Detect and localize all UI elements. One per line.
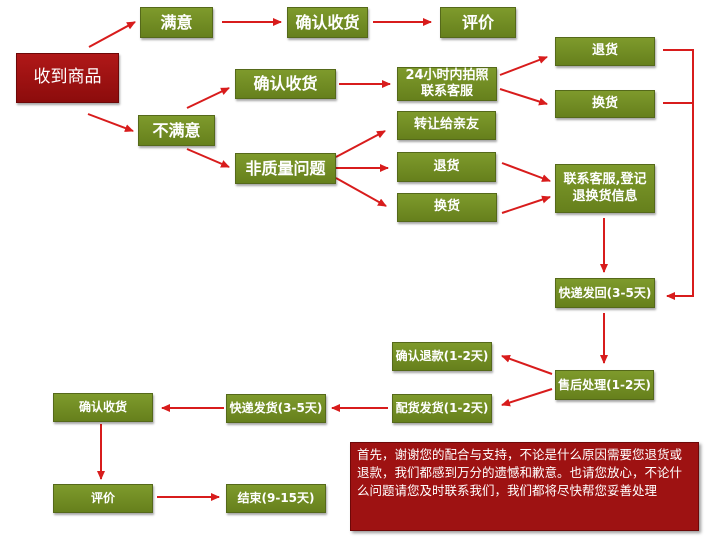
unsatisfied-node: 不满意 [138, 115, 215, 146]
arrow-exchange-contact [501, 195, 551, 214]
return-mid-node: 退货 [397, 152, 496, 182]
return-top-node: 退货 [555, 37, 655, 66]
confirm-receipt-mid-node: 确认收货 [235, 69, 336, 99]
arrow-nonquality-transfer [335, 130, 386, 158]
arrow-nonquality-exchange [335, 177, 387, 207]
photo-contact-node: 24小时内拍照联系客服 [397, 67, 497, 101]
review-bottom-node: 评价 [53, 484, 153, 513]
transfer-node: 转让给亲友 [397, 111, 496, 140]
dispatch-node: 配货发货(1-2天) [392, 394, 492, 423]
review-top-node: 评价 [440, 7, 516, 38]
receive-goods-node: 收到商品 [16, 53, 119, 103]
arrow-unsatisfied-confirm [186, 87, 230, 109]
express-return-node: 快递发回(3-5天) [555, 278, 655, 308]
exchange-top-node: 换货 [555, 90, 655, 118]
arrow-return-top-express [663, 49, 694, 300]
arrow-receive-satisfied [88, 21, 136, 48]
end-node: 结束(9-15天) [226, 484, 326, 513]
confirm-refund-node: 确认退款(1-2天) [392, 342, 492, 371]
non-quality-node: 非质量问题 [235, 153, 336, 184]
express-ship-node: 快递发货(3-5天) [226, 394, 326, 423]
arrow-unsatisfied-nonquality [186, 148, 230, 168]
arrow-return-contact [501, 162, 551, 182]
arrow-aftersales-dispatch [501, 388, 553, 407]
after-sales-node: 售后处理(1-2天) [555, 370, 654, 400]
apology-note: 首先，谢谢您的配合与支持，不论是什么原因需要您退货或退款，我们都感到万分的遗憾和… [350, 442, 699, 531]
arrow-photo-return [499, 56, 548, 76]
confirm-receipt-bottom-node: 确认收货 [53, 393, 153, 422]
satisfied-node: 满意 [140, 7, 213, 38]
exchange-mid-node: 换货 [397, 193, 497, 222]
confirm-receipt-top-node: 确认收货 [287, 7, 368, 38]
arrow-aftersales-refund [501, 354, 553, 375]
arrow-photo-exchange [499, 88, 548, 106]
contact-register-node: 联系客服,登记退换货信息 [555, 164, 655, 213]
arrow-receive-unsatisfied [87, 113, 134, 132]
